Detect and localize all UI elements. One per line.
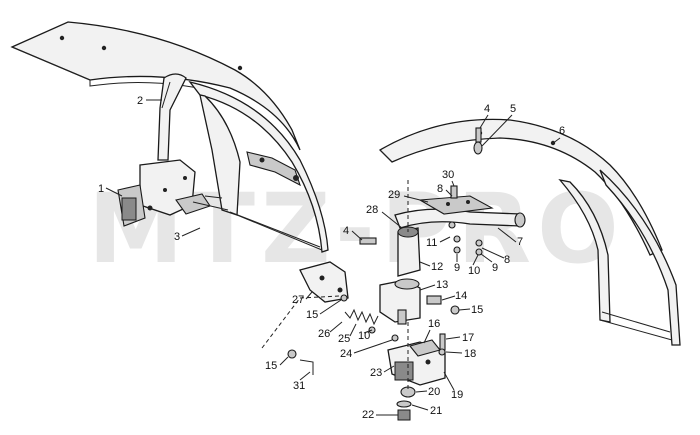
callout-1: 1 bbox=[98, 183, 104, 195]
callout-8-top: 8 bbox=[437, 183, 443, 195]
callout-16: 16 bbox=[428, 318, 440, 330]
callout-30: 30 bbox=[442, 169, 454, 181]
callout-7: 7 bbox=[517, 236, 523, 248]
callout-29: 29 bbox=[388, 189, 400, 201]
lower-bracket bbox=[387, 339, 446, 386]
callout-4: 4 bbox=[484, 103, 490, 115]
callout-3: 3 bbox=[174, 231, 180, 243]
right-support bbox=[394, 185, 526, 229]
callout-9-left: 9 bbox=[454, 262, 460, 274]
pivot-housing bbox=[379, 226, 421, 325]
callout-21: 21 bbox=[430, 405, 442, 417]
callout-15-right: 15 bbox=[471, 304, 483, 316]
left-mounting-post bbox=[157, 73, 187, 161]
callout-20: 20 bbox=[428, 386, 440, 398]
assembly-line-left bbox=[261, 297, 301, 349]
callout-22: 22 bbox=[362, 409, 374, 421]
callout-19: 19 bbox=[451, 389, 463, 401]
callout-24: 24 bbox=[340, 348, 352, 360]
callout-27: 27 bbox=[292, 294, 304, 306]
callout-14: 14 bbox=[455, 290, 467, 302]
callout-10-right: 10 bbox=[468, 265, 480, 277]
callout-17: 17 bbox=[462, 332, 474, 344]
callouts: 1 2 3 4 5 6 7 8 8 9 9 10 10 11 12 13 14 … bbox=[98, 95, 565, 421]
spring-25 bbox=[344, 308, 379, 326]
callout-28: 28 bbox=[366, 204, 378, 216]
bracket-27 bbox=[299, 261, 349, 303]
callout-5: 5 bbox=[510, 103, 516, 115]
callout-6: 6 bbox=[559, 125, 565, 137]
right-fender bbox=[378, 118, 681, 346]
callout-15-mid: 15 bbox=[306, 309, 318, 321]
callout-8-right: 8 bbox=[504, 254, 510, 266]
callout-18: 18 bbox=[464, 348, 476, 360]
callout-13: 13 bbox=[436, 279, 448, 291]
callout-23: 23 bbox=[370, 367, 382, 379]
callout-25: 25 bbox=[338, 333, 350, 345]
callout-26: 26 bbox=[318, 328, 330, 340]
callout-11: 11 bbox=[426, 237, 437, 249]
callout-10-left: 10 bbox=[358, 330, 370, 342]
callout-9-right: 9 bbox=[492, 262, 498, 274]
callout-31: 31 bbox=[293, 380, 305, 392]
callout-15-left: 15 bbox=[265, 360, 277, 372]
callout-12: 12 bbox=[431, 261, 443, 273]
left-fender bbox=[10, 21, 329, 253]
callout-4-left: 4 bbox=[343, 225, 349, 237]
left-bracket-assembly bbox=[117, 159, 229, 227]
callout-2: 2 bbox=[137, 95, 143, 107]
